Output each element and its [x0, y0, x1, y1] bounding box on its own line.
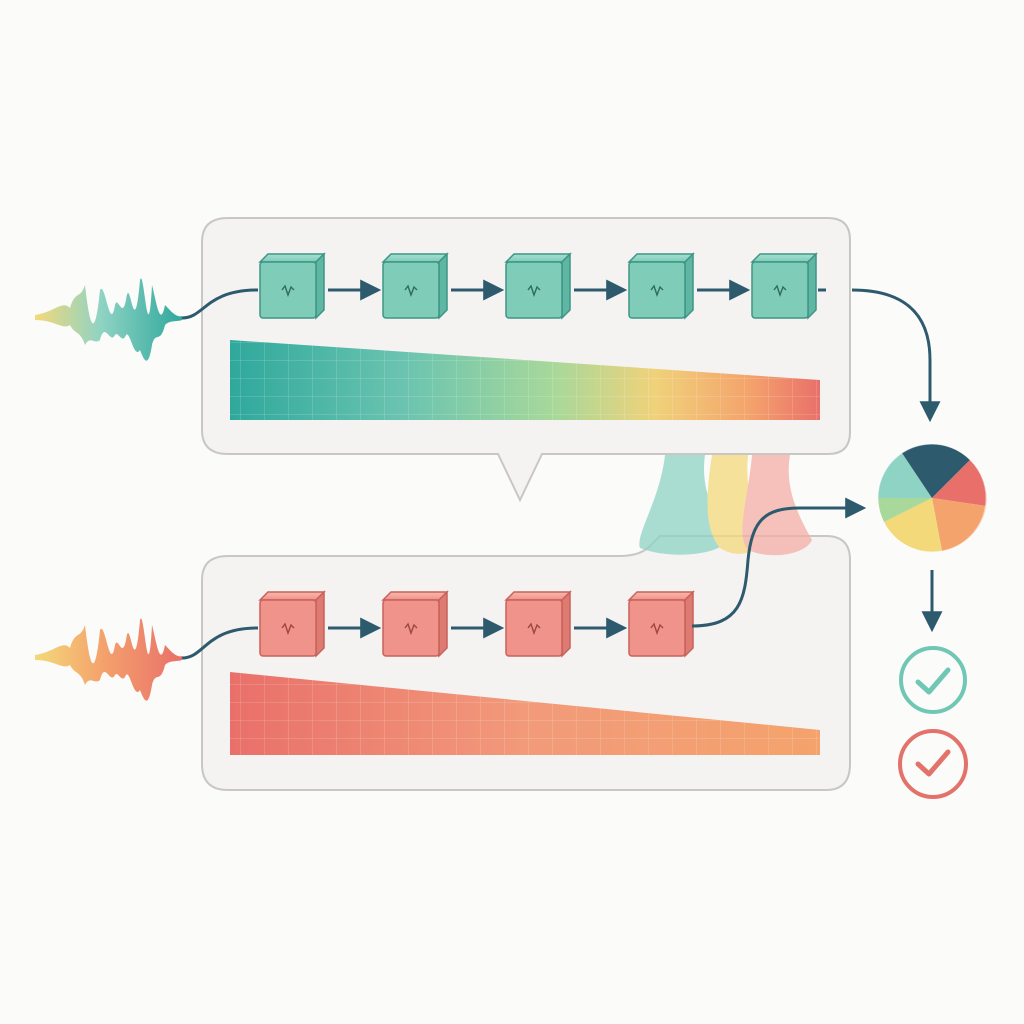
- fusion-ribbons: [639, 455, 812, 556]
- teal-block-chain: [258, 252, 826, 320]
- teal-block: [627, 252, 695, 320]
- teal-input-connector: [181, 288, 259, 320]
- waveform-icon: [404, 622, 418, 636]
- coral-block: [381, 590, 449, 658]
- waveform-icon: [650, 622, 664, 636]
- teal-check-circle-icon: [899, 646, 967, 714]
- pie-fusion-icon: [877, 443, 987, 553]
- waveform-icon: [281, 622, 295, 636]
- teal-block: [258, 252, 326, 320]
- teal-block: [504, 252, 572, 320]
- teal-waveform-icon: [35, 278, 182, 361]
- coral-waveform-icon: [35, 618, 182, 701]
- teal-block: [750, 252, 818, 320]
- coral-block: [627, 590, 695, 658]
- coral-to-fusion-arrow: [691, 497, 867, 628]
- waveform-icon: [527, 622, 541, 636]
- waveform-icon: [404, 284, 418, 298]
- coral-input-connector: [181, 626, 259, 660]
- waveform-icon: [650, 284, 664, 298]
- waveform-icon: [773, 284, 787, 298]
- waveform-icon: [281, 284, 295, 298]
- teal-to-fusion-arrow: [851, 288, 941, 423]
- waveform-icon: [527, 284, 541, 298]
- coral-block-chain: [258, 590, 695, 658]
- teal-gradient-band: [230, 340, 820, 420]
- coral-block: [504, 590, 572, 658]
- coral-gradient-band: [230, 672, 820, 755]
- teal-block: [381, 252, 449, 320]
- coral-check-circle-icon: [898, 729, 968, 799]
- coral-block: [258, 590, 326, 658]
